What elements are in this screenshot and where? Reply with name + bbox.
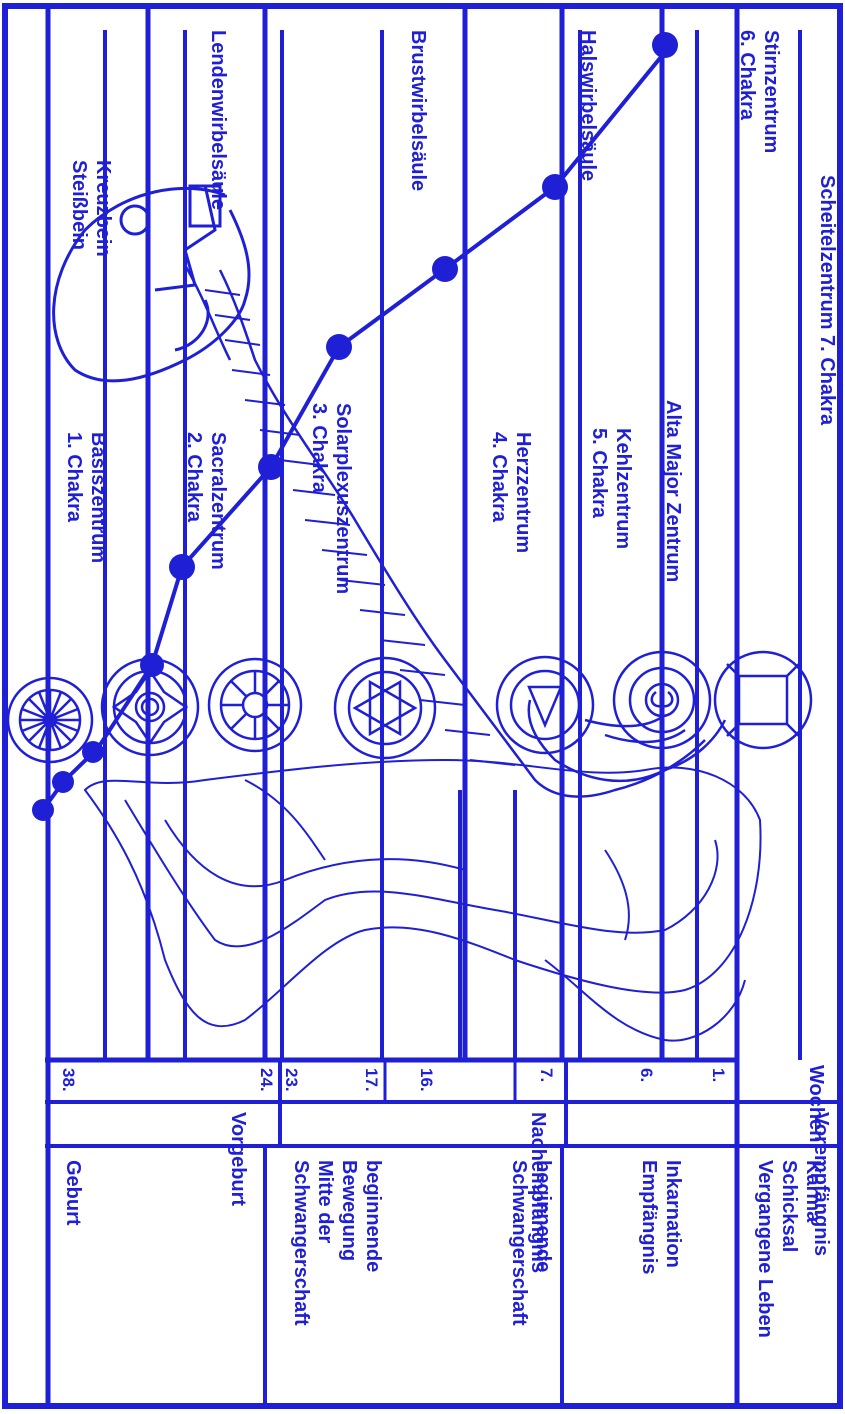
label-chakra-7: Scheitelzentrum 7. Chakra xyxy=(815,175,839,425)
label-alta-major: Alta Major Zentrum xyxy=(661,400,685,582)
label-brustwirbel: Brustwirbelsäule xyxy=(406,30,430,191)
label-halswirbel: Halswirbelsäule xyxy=(576,30,600,181)
week-tick: 17. xyxy=(362,1068,380,1092)
chakra-1-symbol xyxy=(715,652,811,748)
label-lendenwirbel: Lendenwirbelsäule xyxy=(206,30,230,210)
bottom-geburt: Geburt xyxy=(61,1160,85,1226)
week-tick: 16. xyxy=(417,1068,435,1092)
week-tick: 38. xyxy=(59,1068,77,1092)
phase-geburt: Vorgeburt xyxy=(226,1112,250,1206)
chakra-4-symbol xyxy=(335,658,435,758)
chakra-5-symbol xyxy=(209,659,301,751)
week-tick: 23. xyxy=(282,1068,300,1092)
chakra-3-symbol xyxy=(497,657,593,753)
week-tick: 1. xyxy=(709,1068,727,1082)
week-tick: 6. xyxy=(637,1068,655,1082)
chakra-symbols xyxy=(8,652,811,762)
week-tick: 7. xyxy=(537,1068,555,1082)
chakra-7-symbol xyxy=(8,678,92,762)
week-tick: 24. xyxy=(257,1068,275,1092)
